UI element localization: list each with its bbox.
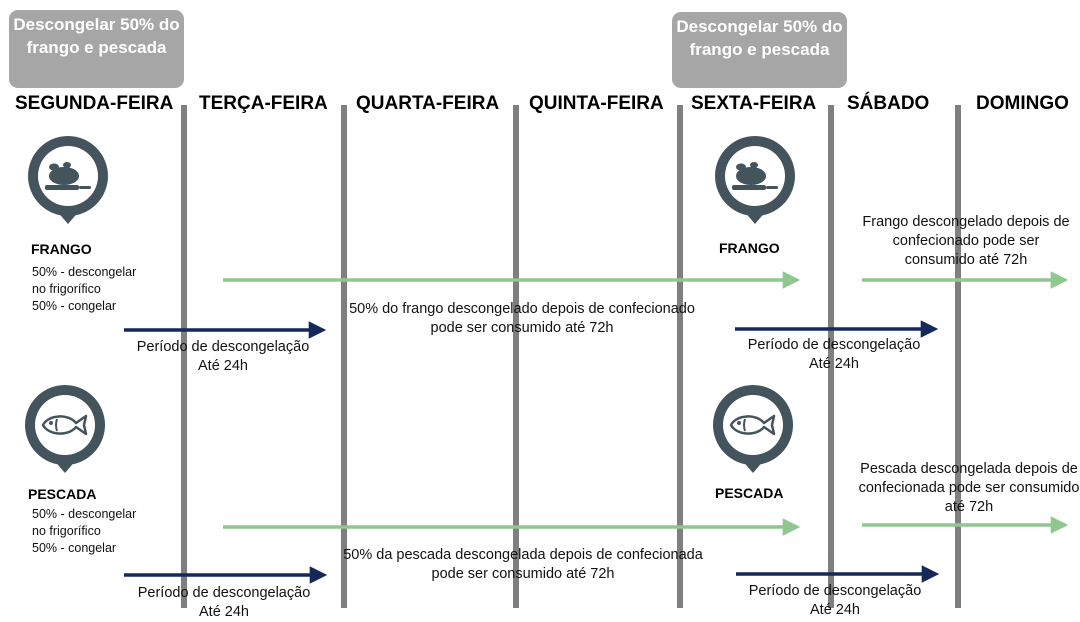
frango-long-text: 50% do frango descongelado depois de con… — [322, 300, 722, 338]
frango-note-line3: 50% - congelar — [32, 299, 117, 313]
frango-thaw-period-2: Período de descongelação Até 24h — [729, 336, 939, 374]
pescada-thaw-period-2-line2: Até 24h — [810, 602, 860, 618]
pescada-thaw-period-2: Período de descongelação Até 24h — [730, 582, 940, 620]
pescada-note-line1: 50% - descongelar — [32, 507, 137, 521]
pescada-thaw-period-1-line1: Período de descongelação — [137, 585, 311, 601]
pescada-note: 50% - descongelar no frigorífico 50% - c… — [32, 506, 136, 557]
day-friday: SEXTA-FEIRA — [691, 93, 817, 114]
day-thursday: QUINTA-FEIRA — [529, 93, 664, 114]
pescada-thaw-period-1-line2: Até 24h — [199, 604, 249, 620]
divider-6 — [955, 105, 961, 608]
frango-title: FRANGO — [31, 241, 92, 257]
day-tuesday: TERÇA-FEIRA — [199, 93, 328, 114]
pescada-note-line3: 50% - congelar — [32, 541, 117, 555]
pescada-note-line2: no frigorífico — [32, 524, 101, 538]
divider-1 — [181, 105, 187, 608]
pescada-weekend-text: Pescada descongelada depois de confecion… — [858, 461, 1080, 515]
pescada-thaw-period-2-line1: Período de descongelação — [748, 583, 922, 599]
frango-thaw-period-1: Período de descongelação Até 24h — [118, 338, 328, 376]
fish-icon — [713, 385, 793, 473]
roast-chicken-icon — [715, 136, 795, 224]
day-sunday: DOMINGO — [976, 93, 1069, 114]
frango-note-line1: 50% - descongelar — [32, 265, 137, 279]
frango-note-line2: no frigorífico — [32, 282, 101, 296]
frango-long-text-line2: pode ser consumido até 72h — [430, 320, 614, 336]
thaw-callout-friday: Descongelar 50% do frango e pescada — [672, 12, 847, 88]
pescada-long-text-line2: pode ser consumido até 72h — [431, 566, 615, 582]
roast-chicken-icon — [28, 136, 108, 224]
frango-weekend-text: Frango descongelado depois de confeciona… — [862, 214, 1070, 268]
pescada-long-text-line1: 50% da pescada descongelada depois de co… — [343, 547, 703, 563]
frango-note: 50% - descongelar no frigorífico 50% - c… — [32, 264, 136, 315]
pescada-friday-title: PESCADA — [715, 485, 784, 501]
day-wednesday: QUARTA-FEIRA — [356, 93, 500, 114]
frango-friday-title: FRANGO — [719, 240, 780, 256]
frango-thaw-period-2-line1: Período de descongelação — [747, 337, 921, 353]
frango-long-text-line1: 50% do frango descongelado depois de con… — [349, 301, 695, 317]
divider-2 — [341, 105, 347, 608]
frango-thaw-period-1-line1: Período de descongelação — [136, 339, 310, 355]
divider-3 — [513, 105, 519, 608]
pescada-long-text: 50% da pescada descongelada depois de co… — [313, 546, 733, 584]
divider-5 — [828, 105, 834, 608]
day-monday: SEGUNDA-FEIRA — [15, 93, 174, 114]
fish-icon — [25, 385, 105, 473]
frango-thaw-period-1-line2: Até 24h — [198, 358, 248, 374]
day-saturday: SÁBADO — [847, 93, 930, 114]
thaw-callout-monday: Descongelar 50% do frango e pescada — [9, 10, 184, 88]
divider-4 — [677, 105, 683, 608]
pescada-thaw-period-1: Período de descongelação Até 24h — [119, 584, 329, 622]
pescada-title: PESCADA — [28, 486, 97, 502]
frango-thaw-period-2-line2: Até 24h — [809, 356, 859, 372]
